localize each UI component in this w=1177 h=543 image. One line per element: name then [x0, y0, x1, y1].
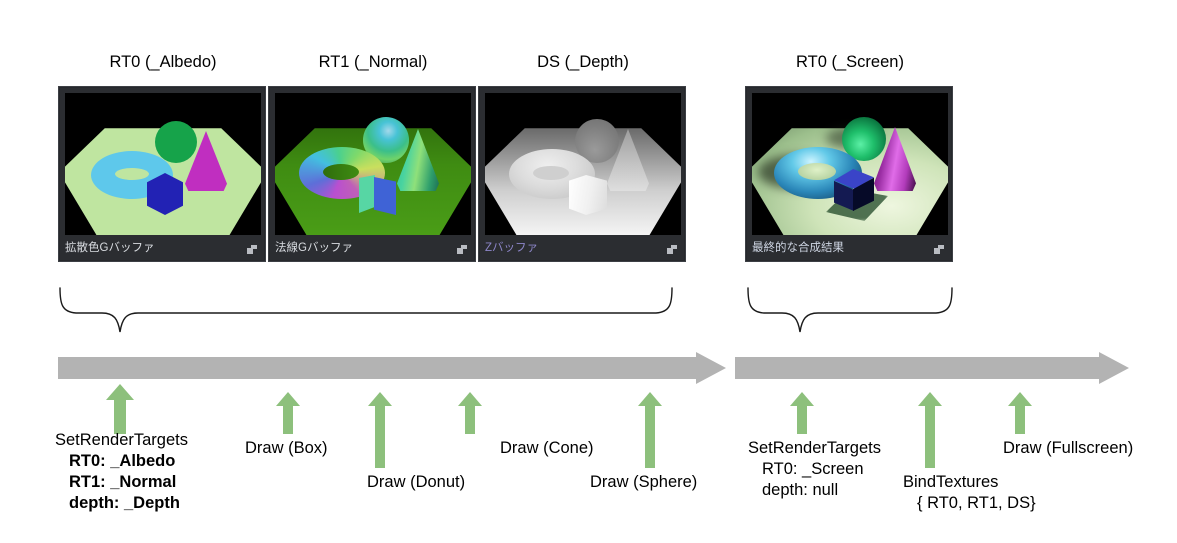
- torus-hole-normal: [323, 164, 359, 180]
- label-draw-fullscreen: Draw (Fullscreen): [1003, 438, 1133, 459]
- arrow-setrendertargets-gbuffer: [106, 384, 134, 434]
- cube-screen-left: [834, 180, 854, 211]
- cube-albedo: [147, 173, 183, 215]
- arrow-draw-cone: [458, 392, 482, 434]
- expand-icon[interactable]: [667, 245, 677, 254]
- label-setrendertargets-screen: SetRenderTargets RT0: _Screen depth: nul…: [748, 438, 881, 501]
- expand-icon[interactable]: [934, 245, 944, 254]
- label-line: depth: null: [762, 481, 839, 499]
- label-header: Draw (Cone): [500, 439, 594, 457]
- brace-gbuffer-pass: [59, 287, 673, 333]
- label-header: Draw (Donut): [367, 473, 466, 491]
- label-draw-sphere: Draw (Sphere): [590, 472, 697, 493]
- label-draw-cone: Draw (Cone): [500, 438, 594, 459]
- label-line: { RT0, RT1, DS}: [917, 494, 1036, 512]
- expand-icon[interactable]: [457, 245, 467, 254]
- torus-hole-screen: [798, 163, 836, 180]
- cube-depth: [569, 175, 607, 215]
- label-draw-box: Draw (Box): [245, 438, 328, 459]
- label-setrendertargets-gbuffer: SetRenderTargets RT0: _Albedo RT1: _Norm…: [55, 430, 188, 514]
- panel-title-albedo: RT0 (_Albedo): [109, 53, 217, 71]
- torus-hole-depth: [533, 166, 569, 180]
- panel-caption-normal: 法線Gバッファ: [275, 242, 353, 254]
- cube-normal-left: [359, 175, 375, 213]
- brace-composite-pass: [747, 287, 953, 333]
- label-header: BindTextures: [903, 473, 999, 491]
- render-depth: [485, 93, 681, 235]
- label-header: Draw (Box): [245, 439, 328, 457]
- sphere-albedo: [155, 121, 197, 163]
- arrow-draw-sphere: [638, 392, 662, 468]
- timeline-lighting-pass: [735, 352, 1129, 384]
- expand-icon[interactable]: [247, 245, 257, 254]
- arrow-draw-box: [276, 392, 300, 434]
- panel-depth[interactable]: Zバッファ: [478, 86, 686, 262]
- panel-caption-albedo: 拡散色Gバッファ: [65, 242, 155, 254]
- panel-title-screen: RT0 (_Screen): [796, 53, 904, 71]
- arrow-draw-fullscreen: [1008, 392, 1032, 434]
- render-normal: [275, 93, 471, 235]
- render-screen: [752, 93, 948, 235]
- arrow-draw-donut: [368, 392, 392, 468]
- label-header: Draw (Sphere): [590, 473, 698, 491]
- label-line: RT0: _Albedo: [69, 452, 176, 470]
- panel-albedo[interactable]: 拡散色Gバッファ: [58, 86, 266, 262]
- label-bindtextures: BindTextures { RT0, RT1, DS}: [903, 472, 1036, 514]
- torus-hole-albedo: [115, 168, 149, 180]
- arrow-setrendertargets-screen: [790, 392, 814, 434]
- label-line: RT1: _Normal: [69, 473, 177, 491]
- label-line: RT0: _Screen: [762, 460, 864, 478]
- label-header: SetRenderTargets: [748, 439, 881, 457]
- timeline-geometry-pass: [58, 352, 726, 384]
- arrow-bindtextures: [918, 392, 942, 468]
- render-albedo: [65, 93, 261, 235]
- label-draw-donut: Draw (Donut): [367, 472, 465, 493]
- panel-caption-depth: Zバッファ: [485, 242, 539, 254]
- panel-caption-screen: 最終的な合成結果: [752, 242, 844, 254]
- cube-normal-right: [374, 177, 396, 215]
- panel-screen[interactable]: 最終的な合成結果: [745, 86, 953, 262]
- label-header: Draw (Fullscreen): [1003, 439, 1134, 457]
- panel-title-normal: RT1 (_Normal): [318, 53, 428, 71]
- panel-normal[interactable]: 法線Gバッファ: [268, 86, 476, 262]
- sphere-screen: [842, 117, 886, 161]
- label-line: depth: _Depth: [69, 494, 180, 512]
- panel-title-depth: DS (_Depth): [537, 53, 629, 71]
- label-header: SetRenderTargets: [55, 431, 188, 449]
